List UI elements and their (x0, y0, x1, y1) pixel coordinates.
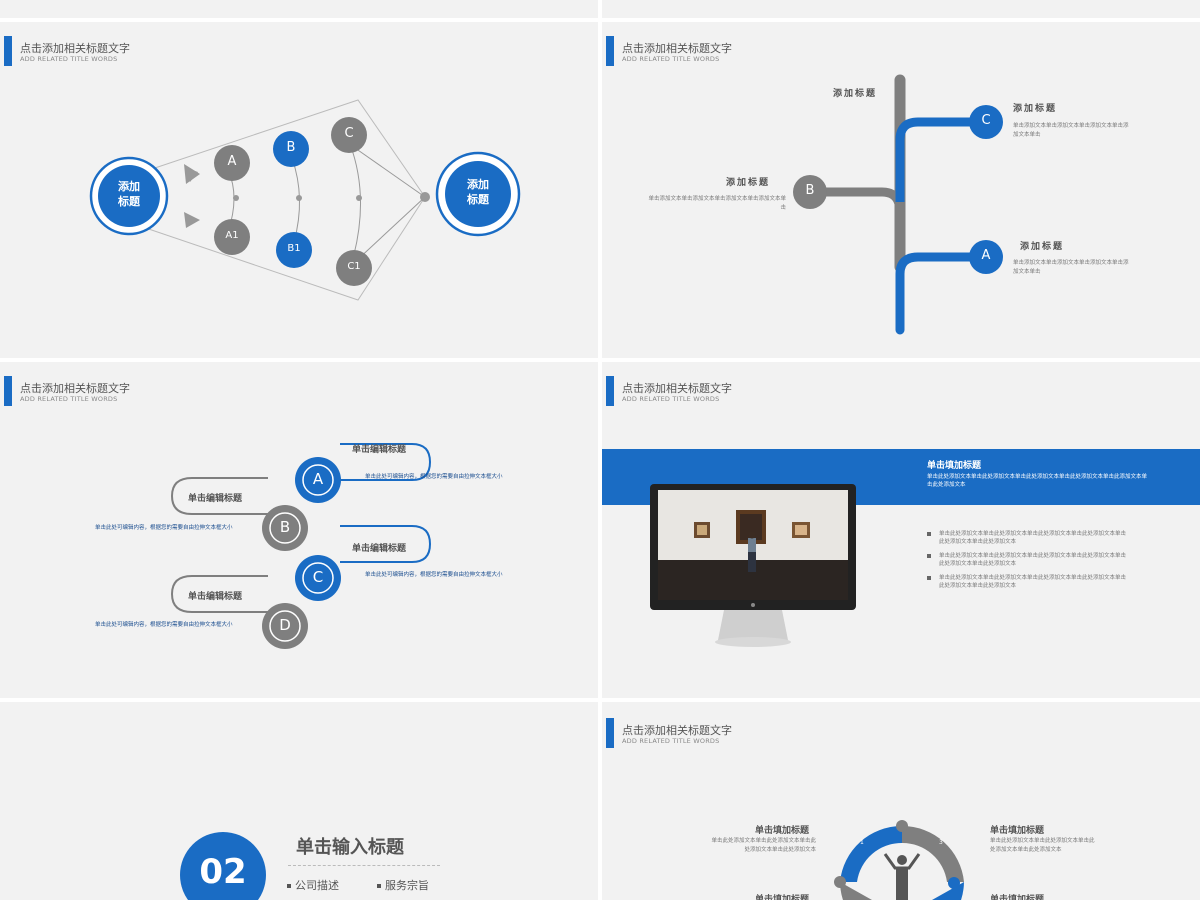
step-d-title: 单击编辑标题 (188, 592, 243, 602)
text-a: 单击添加文本单击添加文本单击添加文本单击添加文本单击 (1013, 260, 1129, 275)
slide-section-02[interactable]: 02 单击输入标题 公司描述 服务宗旨 (0, 702, 598, 900)
slide-subtitle: ADD RELATED TITLE WORDS (622, 737, 720, 745)
node-c1: C1 (347, 261, 361, 272)
node-a: A (227, 154, 237, 169)
slide-monitor[interactable]: 点击添加相关标题文字 ADD RELATED TITLE WORDS 单击填加标… (602, 362, 1200, 698)
slide-title: 点击添加相关标题文字 (20, 42, 130, 55)
node-c: C (344, 126, 354, 141)
slide-subtitle: ADD RELATED TITLE WORDS (20, 395, 118, 403)
title-c: 添加标题 (1013, 104, 1058, 114)
left-circle-line2: 标题 (118, 195, 140, 208)
left-circle-label: 添加 标题 (104, 179, 154, 209)
header-accent-bar (4, 376, 12, 406)
bullet-item: 单击此处添加文本单击此处添加文本单击此处添加文本单击此处添加文本单击此处添加文本… (927, 552, 1127, 568)
step-a-letter: A (312, 470, 324, 488)
bullet-square-icon (927, 532, 931, 536)
slide-partial-top-right (602, 0, 1200, 18)
ring-seg-label-3: 3 (939, 839, 943, 846)
step-d-text: 单击此处可编辑内容，根据您的需要自由拉伸文本框大小 (95, 622, 233, 628)
right-circle-line1: 添加 (467, 178, 489, 191)
flow-diagram (89, 99, 521, 301)
step-b-text: 单击此处可编辑内容，根据您的需要自由拉伸文本框大小 (95, 525, 233, 531)
section-number: 02 (199, 852, 247, 892)
slide-flow-abc[interactable]: 点击添加相关标题文字 ADD RELATED TITLE WORDS 添加 标题… (0, 22, 598, 358)
node-b: B (286, 140, 296, 155)
header-accent-bar (606, 376, 614, 406)
left-circle-line1: 添加 (118, 180, 140, 193)
banner-title: 单击填加标题 (927, 461, 982, 471)
bullet-square-icon (377, 884, 381, 888)
bullet-text: 单击此处添加文本单击此处添加文本单击此处添加文本单击此处添加文本单击此处添加文本… (939, 553, 1127, 567)
title-right-top: 单击填加标题 (990, 826, 1045, 836)
section-item-text: 公司描述 (295, 879, 339, 892)
bullet-item: 单击此处添加文本单击此处添加文本单击此处添加文本单击此处添加文本单击此处添加文本… (927, 574, 1127, 590)
slide-tree-abc[interactable]: 点击添加相关标题文字 ADD RELATED TITLE WORDS 添加标题 … (602, 22, 1200, 358)
step-a-title: 单击编辑标题 (352, 445, 407, 455)
ring-seg-label-1: 1 (860, 839, 864, 846)
bullet-text: 单击此处添加文本单击此处添加文本单击此处添加文本单击此处添加文本单击此处添加文本… (939, 531, 1127, 545)
step-a-text: 单击此处可编辑内容，根据您的需要自由拉伸文本框大小 (365, 474, 503, 480)
slide-title: 点击添加相关标题文字 (20, 382, 130, 395)
bullet-list: 单击此处添加文本单击此处添加文本单击此处添加文本单击此处添加文本单击此处添加文本… (927, 530, 1127, 596)
title-top: 添加标题 (833, 89, 878, 99)
section-item-1: 公司描述 (287, 877, 339, 893)
bullet-square-icon (927, 576, 931, 580)
text-c: 单击添加文本单击添加文本单击添加文本单击添加文本单击 (1013, 123, 1129, 138)
slide-title: 点击添加相关标题文字 (622, 382, 732, 395)
bullet-square-icon (287, 884, 291, 888)
tree-diagram (793, 74, 1003, 335)
node-a-letter: A (981, 248, 991, 263)
node-b1: B1 (287, 243, 301, 254)
step-c-text: 单击此处可编辑内容，根据您的需要自由拉伸文本框大小 (365, 572, 503, 578)
text-b: 单击添加文本单击添加文本单击添加文本单击添加文本单击 (648, 196, 786, 211)
slide-title: 点击添加相关标题文字 (622, 724, 732, 737)
step-b-letter: B (279, 518, 291, 536)
node-a1: A1 (225, 230, 239, 241)
step-c-letter: C (312, 568, 324, 586)
text-right-top: 单击此处添加文本单击此处添加文本单击此处添加文本单击此处添加文本 (990, 838, 1095, 853)
slide-subtitle: ADD RELATED TITLE WORDS (622, 55, 720, 63)
slide-title: 点击添加相关标题文字 (622, 42, 732, 55)
title-left-top: 单击填加标题 (755, 826, 810, 836)
node-c-letter: C (981, 113, 991, 128)
section-item-2: 服务宗旨 (377, 877, 429, 893)
slide-ring[interactable]: 点击添加相关标题文字 ADD RELATED TITLE WORDS 1 3 单… (602, 702, 1200, 900)
banner-text: 单击此处添加文本单击此处添加文本单击此处添加文本单击此处添加文本单击此添加文本单… (927, 474, 1148, 488)
section-divider (288, 865, 440, 866)
slide-subtitle: ADD RELATED TITLE WORDS (20, 55, 118, 63)
header-accent-bar (606, 36, 614, 66)
section-title: 单击输入标题 (296, 837, 404, 858)
step-d-letter: D (279, 616, 291, 634)
bullet-item: 单击此处添加文本单击此处添加文本单击此处添加文本单击此处添加文本单击此处添加文本… (927, 530, 1127, 546)
slide-steps-abcd[interactable]: 点击添加相关标题文字 ADD RELATED TITLE WORDS A B C… (0, 362, 598, 698)
section-item-text: 服务宗旨 (385, 879, 429, 892)
text-left-top: 单击此处添加文本单击此处添加文本单击此处添加文本单击此处添加文本 (711, 838, 816, 853)
ring-diagram (834, 820, 964, 900)
header-accent-bar (606, 718, 614, 748)
slide-partial-top-left (0, 0, 598, 18)
step-b-title: 单击编辑标题 (188, 494, 243, 504)
right-circle-label: 添加 标题 (453, 177, 503, 207)
title-right-bottom: 单击填加标题 (990, 895, 1045, 900)
title-b: 添加标题 (726, 178, 771, 188)
slide-subtitle: ADD RELATED TITLE WORDS (622, 395, 720, 403)
steps-diagram (170, 443, 432, 649)
title-a: 添加标题 (1020, 242, 1065, 252)
right-circle-line2: 标题 (467, 193, 489, 206)
title-left-bottom: 单击填加标题 (755, 895, 810, 900)
header-accent-bar (4, 36, 12, 66)
node-b-letter: B (805, 183, 815, 198)
bullet-text: 单击此处添加文本单击此处添加文本单击此处添加文本单击此处添加文本单击此处添加文本… (939, 575, 1127, 589)
step-c-title: 单击编辑标题 (352, 544, 407, 554)
bullet-square-icon (927, 554, 931, 558)
monitor-illustration (650, 484, 856, 647)
section-number-circle (180, 832, 266, 900)
